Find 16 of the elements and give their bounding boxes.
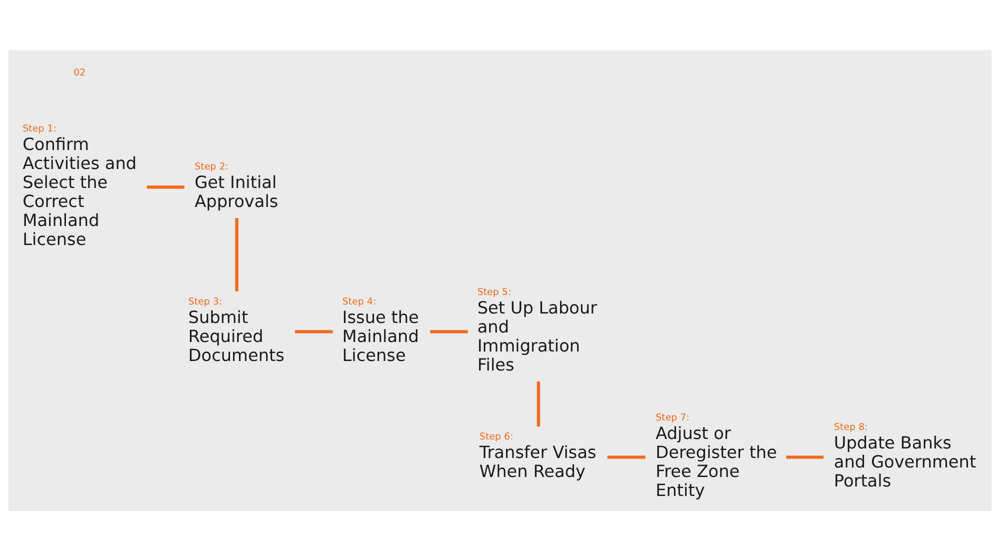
connector (146, 185, 184, 188)
node-text: Step 7: Adjust or Deregister the Free Zone Entity (656, 412, 778, 500)
connector (235, 218, 238, 291)
node-text: Step 5: Set Up Labour and Immigration Files (477, 286, 598, 374)
connector (786, 455, 824, 458)
node-text: Step 6: Transfer Visas When Ready (479, 430, 596, 481)
connector (294, 330, 333, 333)
connector (607, 455, 646, 458)
node-text: Step 2: Get Initial Approvals (194, 160, 278, 210)
connector (536, 381, 540, 426)
node-text: Step 4: Issue the Mainland License (342, 296, 419, 364)
connector (430, 330, 468, 333)
label: 02 (74, 67, 86, 78)
node-text: Step 3: Submit Required Documents (188, 296, 284, 364)
node-text: Step 8: Update Banks and Government Portals (834, 421, 976, 490)
node-text: Step 1: Confirm Activities and Select the Correct Mainland License (22, 122, 137, 248)
